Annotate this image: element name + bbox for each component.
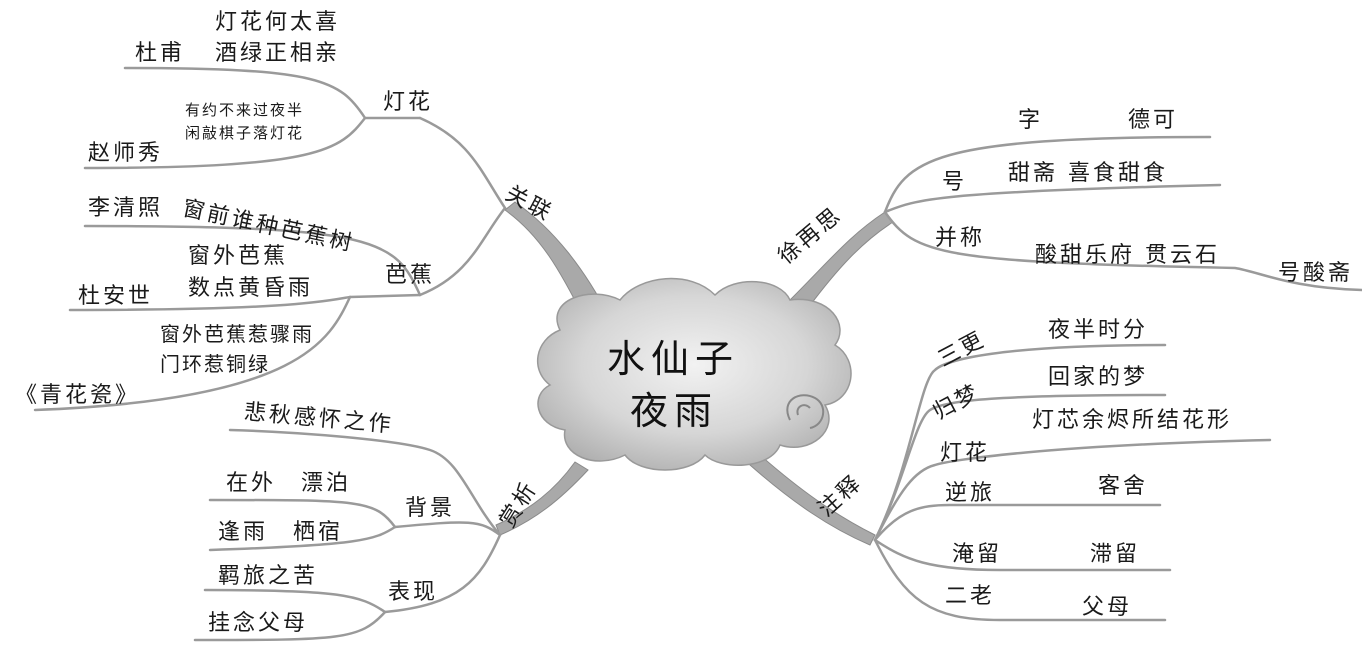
zhushi-key-5: 淹留 [952, 544, 1002, 566]
zhushi-value-6: 父母 [1082, 597, 1132, 619]
biaoxian-a: 羁旅之苦 [218, 566, 318, 588]
biaoxian-b: 挂念父母 [208, 613, 308, 635]
zhushi-value-2: 回家的梦 [1048, 367, 1148, 389]
xu-bing-extra: 号酸斋 [1278, 263, 1353, 285]
zhushi-key-3: 灯花 [940, 443, 990, 465]
zhushi-key-4: 逆旅 [945, 483, 995, 505]
dufu-line2: 酒绿正相亲 [215, 43, 340, 65]
xu-zi-key: 字 [1018, 110, 1043, 132]
beijing-b: 逢雨 栖宿 [218, 522, 343, 544]
center-title-line2: 夜雨 [630, 392, 718, 430]
zhushi-value-5: 滞留 [1090, 544, 1140, 566]
zhushi-key-6: 二老 [945, 586, 995, 608]
author-li: 李清照 [88, 198, 163, 220]
zhushi-value-3: 灯芯余烬所结花形 [1032, 410, 1232, 432]
zhushi-value-4: 客舍 [1098, 476, 1148, 498]
node-biaoxian: 表现 [388, 582, 438, 604]
xu-zi-value: 德可 [1128, 110, 1178, 132]
xu-bing-key: 并称 [935, 228, 985, 250]
author-du: 杜安世 [78, 286, 153, 308]
xu-hao-value: 甜斋 喜食甜食 [1008, 163, 1168, 185]
xu-bing-value: 酸甜乐府 贯云石 [1035, 245, 1220, 267]
zhao-line2: 闲敲棋子落灯花 [185, 126, 304, 141]
author-zhao: 赵师秀 [88, 143, 163, 165]
zhao-line1: 有约不来过夜半 [185, 103, 304, 118]
qhc-line2: 门环惹铜绿 [160, 354, 270, 374]
author-dufu: 杜甫 [135, 43, 185, 65]
node-denghua: 灯花 [383, 92, 433, 114]
xu-hao-key: 号 [942, 172, 967, 194]
node-beijing: 背景 [405, 498, 455, 520]
author-qhc: 《青花瓷》 [15, 385, 140, 407]
node-bajiao: 芭蕉 [385, 265, 435, 287]
du-line2: 数点黄昏雨 [188, 278, 313, 300]
zhushi-value-1: 夜半时分 [1048, 320, 1148, 342]
qhc-line1: 窗外芭蕉惹骤雨 [160, 324, 314, 344]
du-line1: 窗外芭蕉 [188, 246, 288, 268]
beijing-a: 在外 漂泊 [226, 473, 351, 495]
center-title-line1: 水仙子 [607, 340, 739, 378]
dufu-line1: 灯花何太喜 [215, 12, 340, 34]
